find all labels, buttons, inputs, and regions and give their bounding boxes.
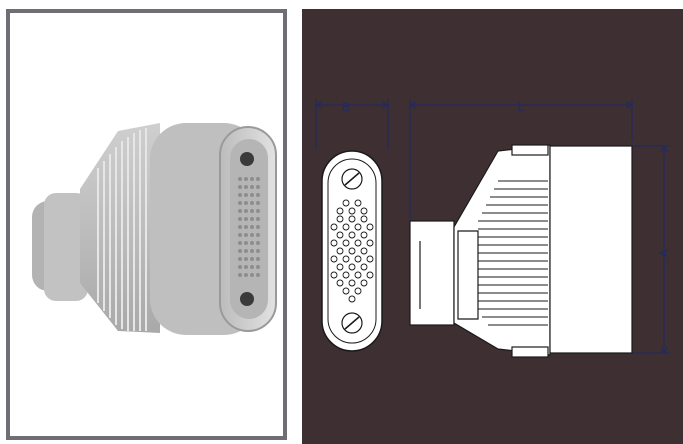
dimension-l-line [408, 99, 634, 219]
drawing-panel: B L A [302, 9, 683, 444]
dimension-b-label: B [342, 100, 350, 114]
screw-bottom [240, 292, 254, 306]
contact-array [330, 199, 374, 303]
contact-grid [238, 177, 260, 277]
screw-top [240, 152, 254, 166]
front-view [321, 150, 383, 352]
connector-technical-drawing: B L A [314, 99, 671, 358]
side-top-step [511, 144, 549, 156]
connector-photo [32, 123, 277, 335]
photo-frame [6, 9, 287, 440]
dimension-a-label: A [657, 249, 671, 257]
side-view [409, 144, 633, 358]
dimension-b-line [314, 99, 390, 149]
ribs [97, 128, 147, 331]
dimension-a-line [632, 144, 670, 355]
photo-panel [0, 0, 296, 444]
dimension-l-label: L [518, 100, 525, 114]
side-ribs [478, 180, 548, 326]
side-bottom-step [511, 346, 549, 358]
side-cable-end [409, 220, 455, 326]
side-housing [549, 145, 633, 354]
back-shell [80, 123, 160, 333]
